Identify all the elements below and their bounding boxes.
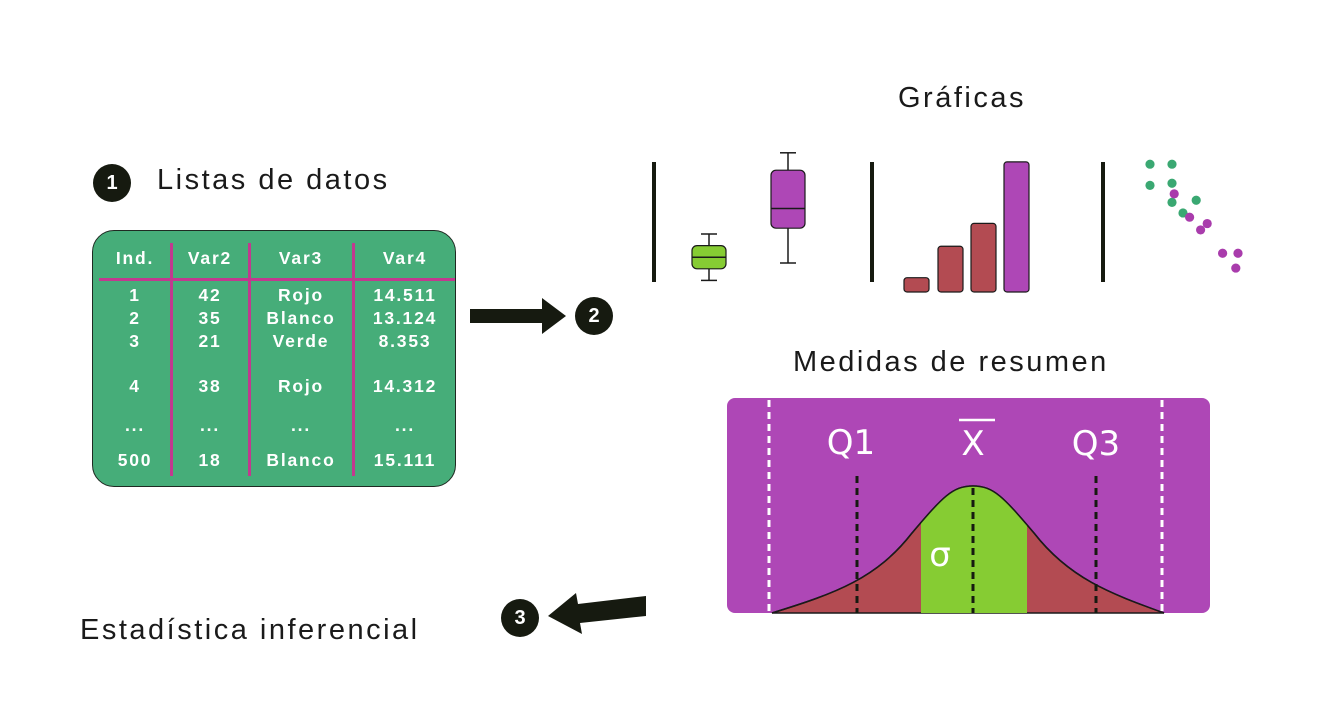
scatter-point: [1169, 189, 1179, 199]
scatter-point: [1167, 159, 1177, 169]
table-header-divider: [99, 278, 455, 281]
graphs-title: Gráficas: [898, 82, 1026, 114]
q1-label: Q1: [827, 423, 875, 463]
scatter-point: [1185, 212, 1195, 222]
scatter-point: [1191, 195, 1201, 205]
scatter-point: [1196, 225, 1206, 235]
table-cell: ...: [200, 415, 220, 435]
mean-label: X: [961, 424, 984, 464]
scatter-point: [1178, 208, 1188, 218]
chart-axis: [1101, 162, 1105, 282]
scatter-point: [1167, 178, 1177, 188]
summary-measures-panel: Q1 X Q3 σ: [727, 398, 1210, 614]
table-cell: Rojo: [277, 376, 325, 396]
graphs-panel: [652, 152, 1243, 293]
table-cell: 15.111: [373, 450, 437, 470]
chart-axis: [870, 162, 874, 282]
step-3-badge: 3: [501, 599, 539, 637]
sigma-label: σ: [929, 535, 951, 575]
table-cell: 8.353: [378, 331, 432, 351]
table-cell: 42: [198, 285, 222, 305]
table-cell: 2: [129, 308, 141, 328]
table-cell: 1: [129, 285, 141, 305]
bar: [970, 222, 997, 293]
table-cell: ...: [291, 415, 311, 435]
table-cell: 500: [117, 450, 153, 470]
table-header-cell: Var3: [278, 248, 324, 268]
table-cell: Rojo: [277, 285, 325, 305]
table-header-cell: Ind.: [115, 248, 155, 268]
inferential-statistics-title: Estadística inferencial: [80, 614, 420, 646]
table-cell: 18: [198, 450, 222, 470]
table-cell: 14.511: [373, 285, 437, 305]
table-cell: 35: [198, 308, 222, 328]
chart-axis: [652, 162, 656, 282]
table-cell: Verde: [272, 331, 330, 351]
bar: [937, 245, 964, 293]
arrow-right-icon: [470, 298, 566, 334]
table-cell: Blanco: [266, 308, 336, 328]
table-cell: ...: [395, 415, 415, 435]
table-cell: 13.124: [372, 308, 438, 328]
table-cell: 4: [129, 376, 141, 396]
scatter-point: [1233, 248, 1243, 258]
scatter-point: [1167, 197, 1177, 207]
step-2-badge: 2: [575, 297, 613, 335]
bar: [903, 277, 930, 293]
scatter-point: [1202, 218, 1212, 229]
summary-measures-title: Medidas de resumen: [793, 346, 1109, 378]
data-lists-title: Listas de datos: [157, 164, 390, 196]
table-cell: 21: [198, 331, 222, 351]
table-cell: Blanco: [266, 450, 336, 470]
table-divider: [248, 243, 251, 476]
table-cell: 3: [129, 331, 141, 351]
table-divider: [352, 243, 355, 476]
box-body: [770, 169, 806, 229]
table-cell: 14.312: [372, 376, 438, 396]
scatter-point: [1218, 248, 1228, 258]
table-header-cell: Var2: [187, 248, 233, 268]
q3-label: Q3: [1072, 424, 1120, 464]
table-divider: [170, 243, 173, 476]
bar: [1003, 161, 1030, 293]
table-cell: 38: [198, 376, 222, 396]
step-1-badge: 1: [93, 164, 131, 202]
table-cell: ...: [125, 415, 145, 435]
scatter-point: [1231, 263, 1241, 273]
scatter-point: [1145, 180, 1155, 190]
arrow-left-icon: [548, 593, 646, 634]
scatter-point: [1145, 159, 1155, 169]
table-header-cell: Var4: [382, 248, 428, 268]
